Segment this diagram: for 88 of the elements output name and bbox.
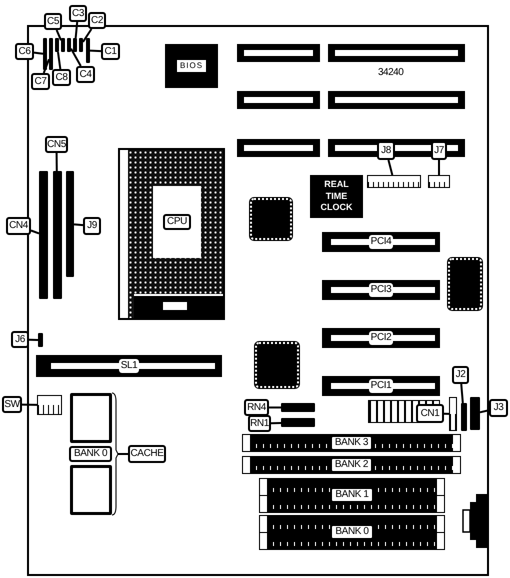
connector: [37, 395, 62, 415]
expansion-slot: [328, 91, 465, 109]
leader-line: [28, 338, 38, 341]
callout-label: CACHE: [128, 445, 166, 463]
connector: [367, 175, 421, 188]
leader-line: [438, 160, 440, 175]
expansion-slot: [322, 280, 440, 300]
pin-header: [281, 403, 315, 412]
bank-label: BANK 0: [330, 524, 374, 540]
pin-header: [61, 38, 65, 52]
callout-label: RN4: [244, 399, 269, 416]
expansion-slot: [322, 328, 440, 348]
slot-label: PCI1: [368, 379, 394, 393]
pin-header: [470, 397, 480, 430]
leader-line: [42, 58, 50, 74]
callout-label: C8: [52, 69, 71, 86]
callout-label: SW: [2, 396, 22, 413]
callout-label: CN1: [416, 404, 444, 423]
pin-header: [86, 38, 90, 63]
pin-header: [79, 38, 83, 52]
leader-line: [56, 52, 62, 70]
pin-header: [66, 171, 74, 277]
callout-label: J6: [11, 331, 29, 348]
callout-label: C2: [88, 12, 106, 29]
chip-label: REAL TIME CLOCK: [320, 178, 354, 214]
callout-label: CN5: [45, 136, 68, 153]
bank-label: BANK 1: [330, 487, 374, 503]
bank-label: BANK 0: [69, 446, 112, 462]
leader-line: [82, 28, 92, 42]
callout-label: C4: [76, 66, 95, 83]
slot-label: PCI2: [368, 331, 394, 345]
callout-label: C7: [31, 73, 50, 90]
pin-header: [43, 38, 47, 70]
leader-line: [480, 409, 490, 414]
slot-label: PCI3: [368, 283, 394, 297]
expansion-slot: [237, 139, 320, 157]
expansion-slot: [237, 91, 320, 109]
expansion-slot: [322, 376, 440, 396]
pin-header: [38, 333, 43, 347]
pin-header: [281, 418, 315, 427]
expansion-slot: [237, 44, 320, 62]
callout-label: RN1: [248, 415, 271, 432]
callout-label: J2: [452, 366, 469, 384]
leader-line: [70, 48, 82, 66]
slot-label: SL1: [118, 359, 140, 373]
pin-header: [55, 38, 59, 52]
leader-line: [22, 404, 38, 406]
clock-chip: [310, 175, 363, 218]
connector: [449, 397, 457, 431]
bank-label: BANK 2: [330, 457, 374, 473]
leader-line: [74, 223, 84, 226]
bank-label: BANK 3: [330, 435, 374, 451]
leader-line: [56, 152, 58, 172]
pin-header: [39, 171, 48, 299]
socket-label: CPU: [163, 214, 191, 230]
chip-label: BIOS: [176, 60, 206, 72]
callout-label: J9: [83, 217, 101, 235]
leader-line: [460, 384, 464, 404]
callout-label: CN4: [6, 217, 31, 235]
connector: [428, 175, 450, 188]
leader-line: [30, 230, 40, 234]
pin-header: [49, 38, 53, 70]
bios-chip: [165, 44, 218, 88]
callout-label: J7: [431, 141, 447, 160]
callout-label: J3: [489, 399, 508, 417]
slot-label: PCI4: [368, 235, 394, 249]
leader-line: [74, 22, 78, 38]
callout-label: C1: [101, 43, 120, 60]
leader-line: [269, 406, 281, 408]
expansion-slot: [322, 232, 440, 252]
leader-line: [34, 52, 44, 55]
pin-header: [67, 38, 71, 52]
leader-line: [444, 412, 450, 415]
expansion-slot: [36, 355, 222, 377]
pin-header: [73, 38, 77, 52]
leader-line: [56, 30, 62, 41]
pin-header: [53, 171, 62, 299]
leader-line: [270, 422, 282, 424]
callout-label: C6: [15, 43, 34, 60]
callout-label: C3: [69, 5, 87, 22]
callout-label: J8: [377, 141, 395, 160]
board-label: 34240: [378, 67, 404, 78]
callout-label: C5: [44, 13, 62, 30]
leader-line: [90, 50, 102, 52]
expansion-slot: [328, 44, 465, 62]
leader-line: [387, 160, 394, 176]
leader-line: [118, 453, 128, 455]
pin-header: [461, 403, 467, 431]
